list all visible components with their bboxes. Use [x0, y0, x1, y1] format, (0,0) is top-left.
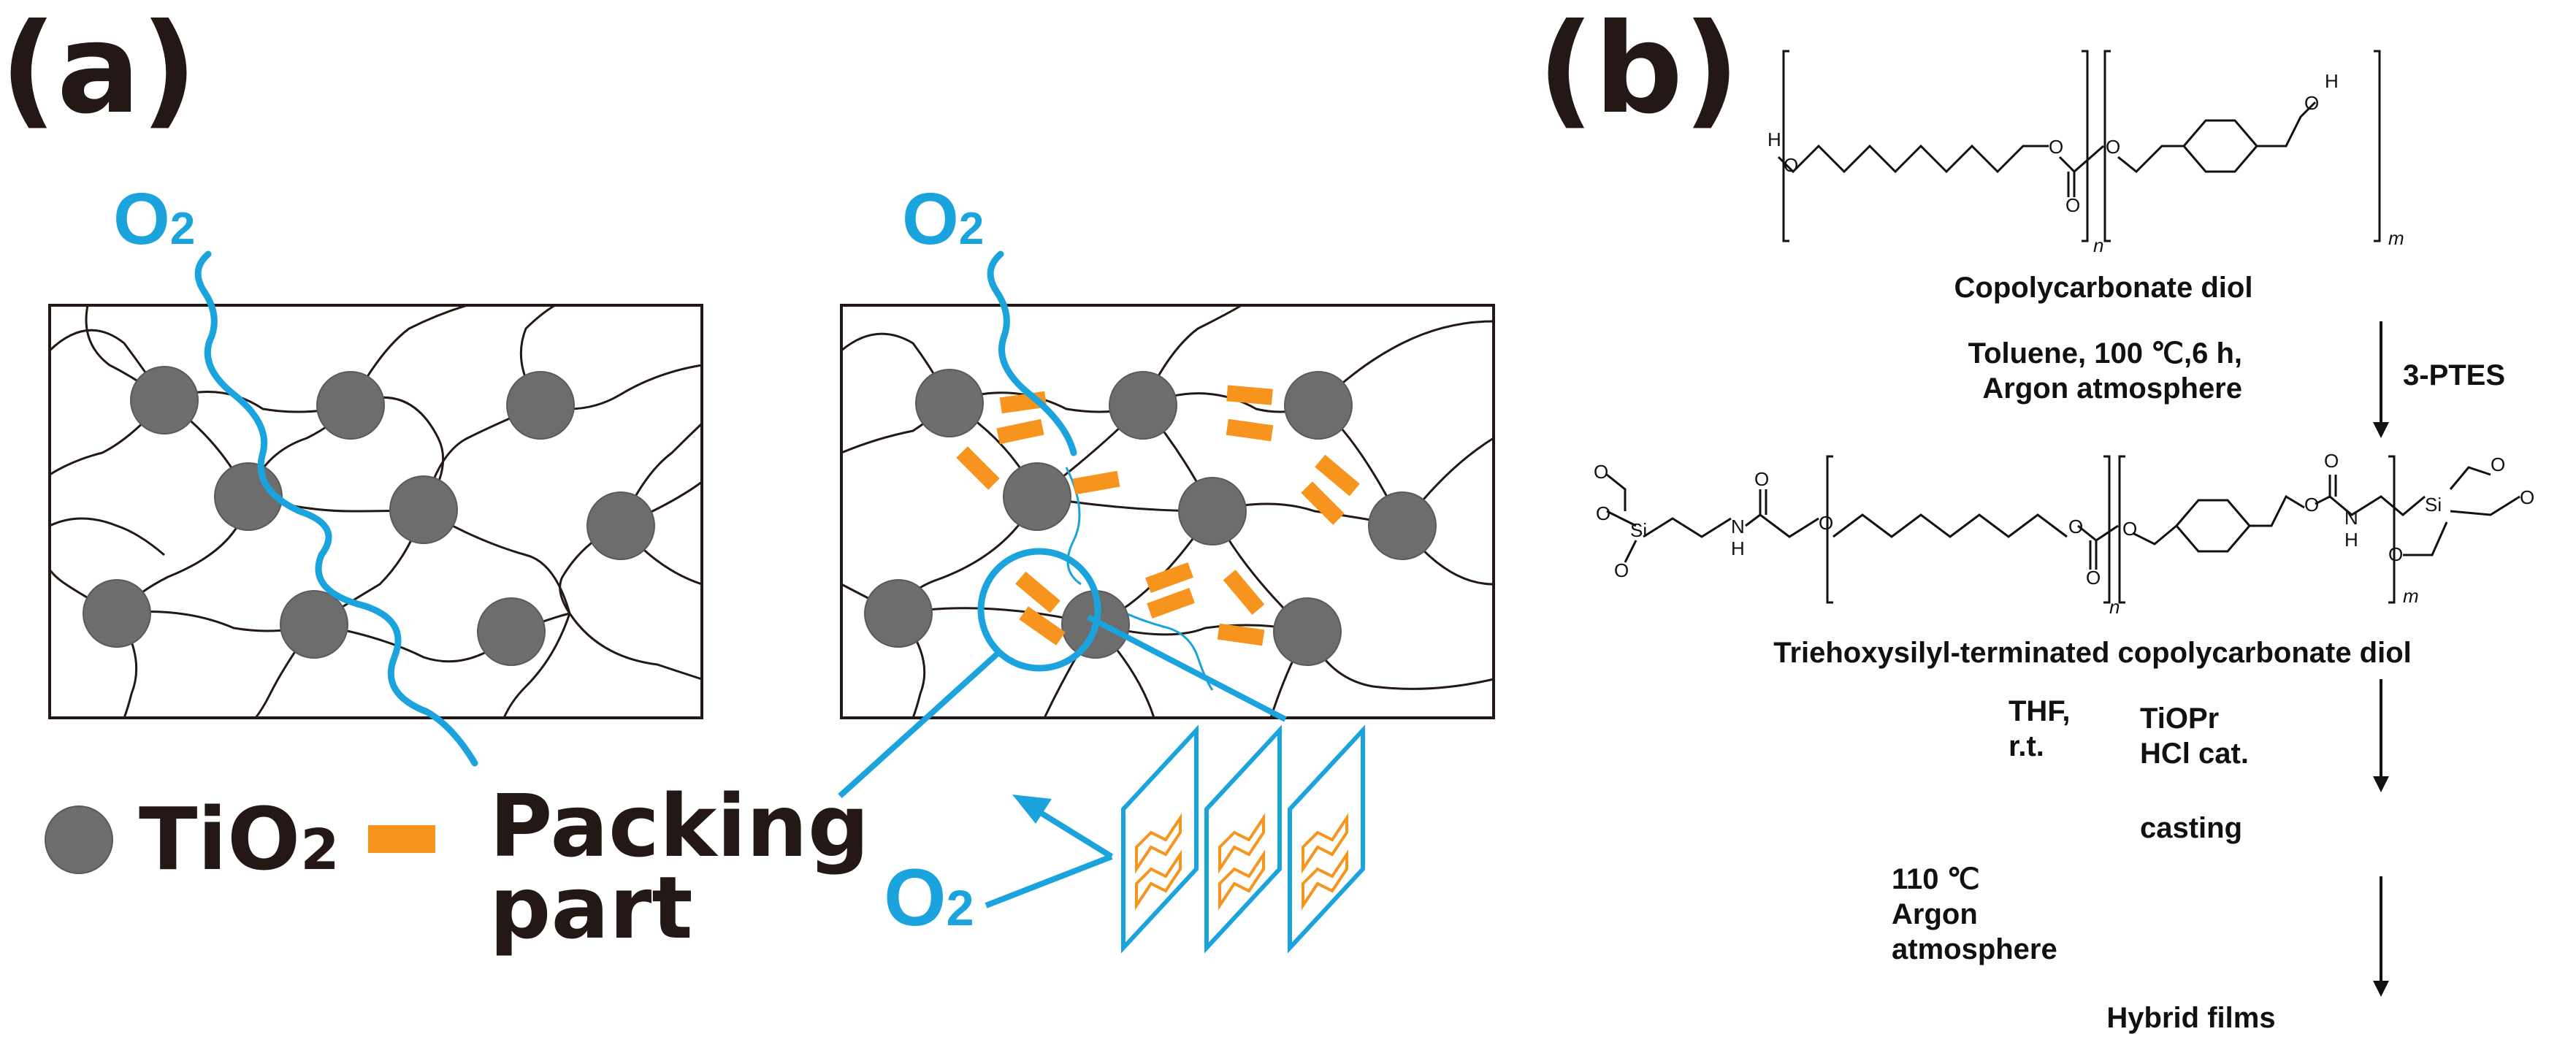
legend-packing-label: Packing part — [489, 776, 870, 959]
repeat-n-2: n — [2109, 596, 2120, 618]
atom-o-15: O — [2324, 450, 2339, 472]
tio2-particles-left — [83, 366, 655, 666]
atom-o-4: O — [2106, 136, 2120, 158]
step4-conditions: 110 ℃ Argon atmosphere — [1892, 863, 2057, 965]
crystal-lattice — [1135, 813, 1348, 911]
legend-packing-symbol — [368, 825, 435, 853]
atom-si-left: Si — [1630, 519, 1647, 541]
repeat-m-2: m — [2403, 585, 2419, 607]
tio2-particles-right — [864, 369, 1437, 666]
oxygen-label-reflected: O2 — [884, 853, 974, 943]
repeat-n-1: n — [2093, 234, 2103, 256]
atom-o-1: O — [1784, 154, 1798, 176]
step3-product: casting — [2139, 812, 2243, 844]
zoom-line-left — [838, 650, 1001, 798]
atom-o-6: O — [1594, 461, 1608, 483]
step1-reagent: 3-PTES — [2403, 359, 2506, 391]
atom-o-13: O — [2122, 518, 2137, 540]
zoom-line-right — [1087, 614, 1287, 722]
reflection-line-lower — [985, 854, 1113, 908]
zoom-circle — [977, 548, 1101, 672]
atom-o-10: O — [1819, 512, 1833, 534]
panel-a-label: (a) — [0, 0, 198, 142]
structure1-name: Copolycarbonate diol — [1954, 272, 2253, 304]
reflection-arrow — [1035, 808, 1114, 860]
reaction-scheme: H O O O O O H n m O O Si O N H O O O O O… — [1594, 50, 2534, 997]
atom-o-11: O — [2068, 516, 2083, 537]
atom-o-2: O — [2049, 136, 2063, 158]
step1-conditions: Toluene, 100 ℃,6 h, Argon atmosphere — [1968, 337, 2242, 405]
atom-o-18: O — [2388, 543, 2403, 565]
atom-o-9: O — [1754, 468, 1769, 490]
reflection-arrowhead — [1012, 795, 1052, 824]
panel-b-label: (b) — [1537, 0, 1740, 142]
oxygen-label-right: O2 — [902, 178, 985, 260]
oxygen-path-left — [194, 250, 478, 767]
oxygen-label-left: O2 — [113, 178, 196, 260]
atom-o-3: O — [2065, 194, 2080, 216]
atom-o-12: O — [2086, 567, 2101, 589]
structure2-name: Triehoxysilyl-terminated copolycarbonate… — [1773, 637, 2412, 669]
atom-h-n-right: H — [2344, 529, 2358, 551]
legend-tio2-label: TiO2 — [139, 789, 340, 889]
atom-n-right: N — [2344, 507, 2358, 529]
step2-conditions: THF, r.t. — [2009, 695, 2071, 762]
atom-h-right: H — [2325, 70, 2339, 92]
atom-h-left: H — [1767, 129, 1781, 150]
atom-o-14: O — [2304, 494, 2319, 516]
repeat-m-1: m — [2388, 227, 2404, 249]
legend-tio2-symbol — [45, 805, 113, 874]
step2-reagents: TiOPr HCl cat. — [2140, 703, 2249, 770]
atom-o-8: O — [1614, 559, 1629, 581]
atom-si-right: Si — [2425, 494, 2442, 516]
panel-a-diagram — [45, 250, 1495, 954]
packing-parts — [956, 385, 1360, 646]
atom-o-7: O — [1596, 502, 1610, 524]
atom-o-5: O — [2304, 92, 2319, 114]
atom-o-17: O — [2520, 486, 2534, 508]
final-product: Hybrid films — [2106, 1002, 2276, 1034]
atom-h-n-left: H — [1731, 537, 1745, 559]
oxygen-path-right — [987, 250, 1077, 456]
atom-n-left: N — [1731, 516, 1745, 537]
crystal-sheets — [1121, 724, 1365, 954]
atom-o-16: O — [2491, 453, 2505, 475]
